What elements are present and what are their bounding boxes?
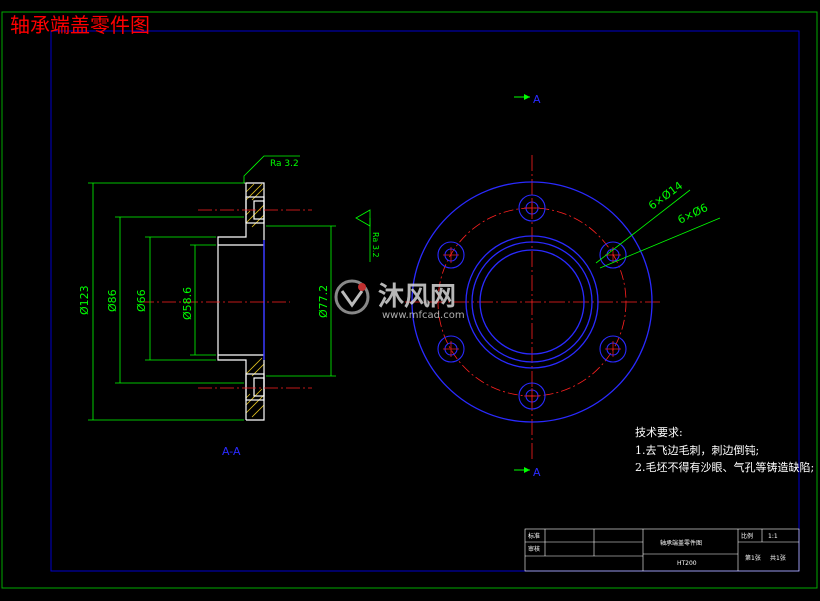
flange-outer-circle	[411, 181, 653, 423]
section-dimensions	[88, 155, 371, 421]
cut-mark-top: A	[514, 93, 541, 106]
callout-holes-small: 6×Ø6	[676, 201, 710, 227]
tech-item-1: 1.去飞边毛刺，刺边倒钝;	[635, 443, 759, 457]
tb-scale-value: 1:1	[768, 533, 778, 540]
tb-material: HT200	[677, 560, 697, 567]
hole-leaders	[595, 189, 721, 269]
dim-d58: Ø58.6	[181, 287, 194, 320]
section-centerlines	[140, 209, 312, 389]
title-block-text: 标准 审核 轴承端盖零件图 HT200 比例 1:1 第1张 共1张	[528, 532, 786, 567]
dim-d66: Ø66	[135, 289, 148, 312]
section-dim-labels: Ø123 Ø86 Ø66 Ø58.6 Ø77.2 Ra 3.2 Ra 3.2	[78, 159, 380, 320]
watermark-url: www.mfcad.com	[382, 310, 465, 321]
roughness-side-label: Ra 3.2	[371, 232, 380, 258]
tb-row1-label: 标准	[528, 532, 540, 540]
tb-sheet-2: 共1张	[770, 554, 786, 562]
section-view: Ø123 Ø86 Ø66 Ø58.6 Ø77.2 Ra 3.2 Ra 3.2 A…	[78, 155, 380, 458]
tb-sheet-1: 第1张	[745, 554, 761, 562]
watermark: 沐风网 www.mfcad.com	[334, 279, 465, 321]
bore-circle	[479, 249, 585, 355]
bore-outer-circle	[471, 241, 593, 363]
tb-row2-label: 审核	[528, 545, 540, 553]
hatch-bottom	[245, 357, 265, 418]
tech-item-2: 2.毛坯不得有沙眼、气孔等铸造缺陷;	[635, 460, 814, 474]
roughness-top-label: Ra 3.2	[270, 159, 299, 169]
title-block	[524, 528, 800, 572]
watermark-logo	[334, 279, 370, 315]
outer-border	[1, 11, 818, 589]
boss-circle	[465, 235, 599, 369]
tech-heading: 技术要求:	[635, 426, 683, 439]
tb-scale-label: 比例	[741, 532, 753, 540]
cut-mark-bottom-label: A	[533, 466, 541, 479]
tb-name: 轴承端盖零件图	[660, 539, 702, 547]
part-outline	[217, 182, 265, 421]
drawing-title: 轴承端盖零件图	[10, 13, 150, 37]
cut-mark-bottom: A	[514, 466, 541, 479]
dim-d77: Ø77.2	[317, 285, 330, 318]
drawing-frame	[50, 30, 800, 572]
callout-holes-large: 6×Ø14	[646, 179, 685, 212]
tech-requirements: 技术要求: 1.去飞边毛刺，刺边倒钝; 2.毛坯不得有沙眼、气孔等铸造缺陷;	[635, 426, 814, 474]
bolt-hole-centermarks	[443, 200, 621, 404]
watermark-cn: 沐风网	[378, 282, 456, 312]
section-label: A-A	[222, 445, 241, 458]
dim-d86: Ø86	[106, 289, 119, 312]
dim-d123: Ø123	[78, 285, 91, 315]
cut-mark-top-label: A	[533, 93, 541, 106]
